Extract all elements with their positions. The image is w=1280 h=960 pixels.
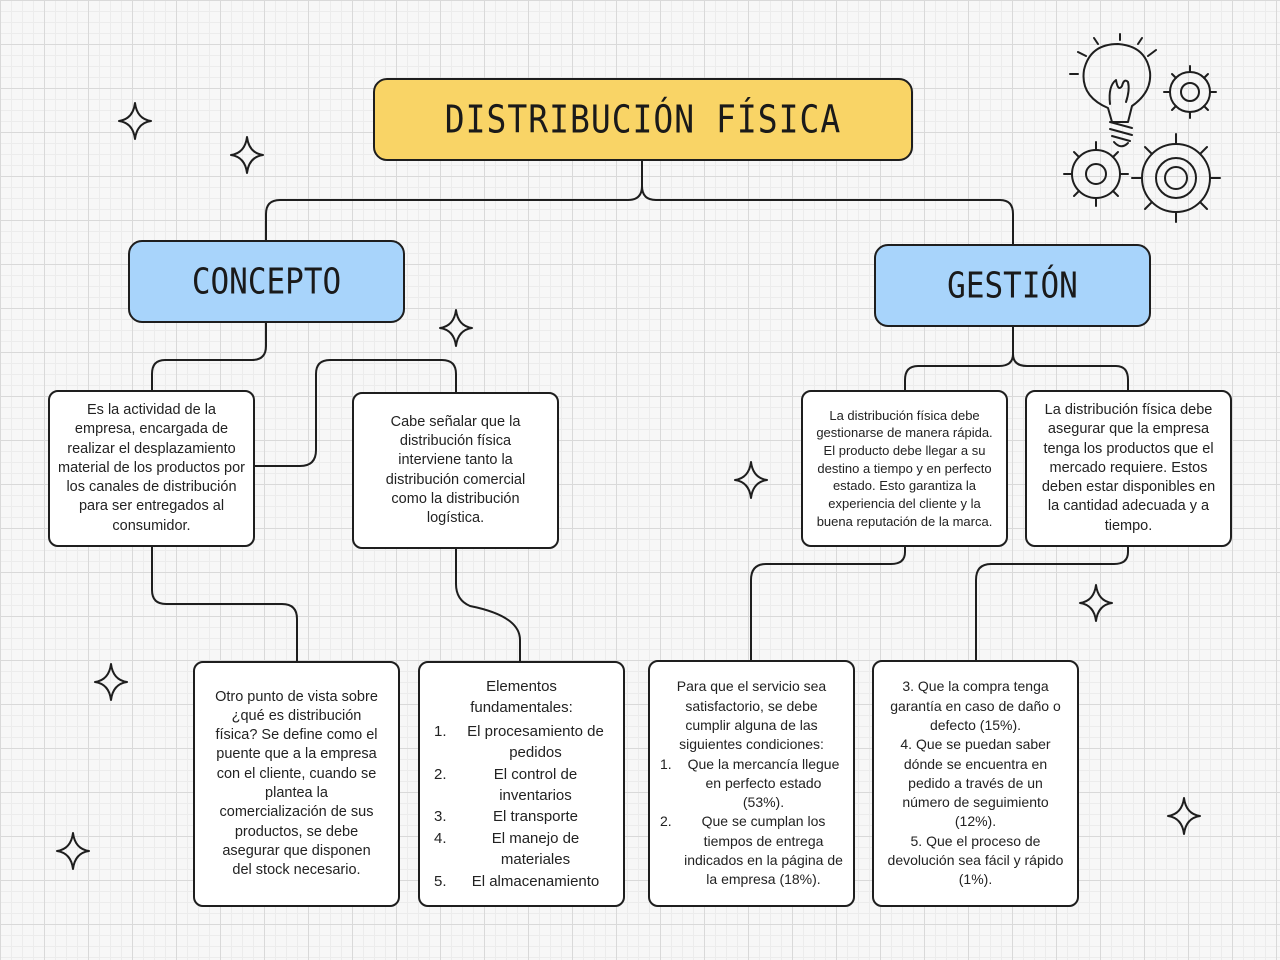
condition-5: 5. Que el proceso de devolución sea fáci… <box>887 832 1064 888</box>
list-item-text: El manejo de materiales <box>491 829 580 869</box>
list-item: 2. El control de inventarios <box>428 764 615 807</box>
sparkle-icon <box>1167 797 1201 835</box>
speed-box: La distribución física debe gestionarse … <box>801 390 1008 547</box>
gear-icon <box>1163 65 1217 119</box>
elements-box: Elementos fundamentales: 1. El procesamie… <box>418 661 625 907</box>
sparkle-icon <box>734 461 768 499</box>
elements-lead: Elementos fundamentales: <box>470 677 573 717</box>
sparkle-icon <box>1079 584 1113 622</box>
more-conditions-box: 3. Que la compra tenga garantía en caso … <box>872 660 1079 907</box>
list-item: 2. Que se cumplan los tiempos de entrega … <box>660 812 843 889</box>
sparkle-icon <box>230 136 264 174</box>
list-item: 3. El transporte <box>428 806 615 827</box>
definition-box: Es la actividad de la empresa, encargada… <box>48 390 255 547</box>
sparkle-icon <box>94 663 128 701</box>
definition-text: Es la actividad de la empresa, encargada… <box>58 402 245 534</box>
elements-list: 1. El procesamiento de pedidos 2. El contr… <box>428 721 615 893</box>
list-item-text: Que la mercancía llegue en perfecto esta… <box>687 755 840 811</box>
list-item-number: 2. <box>434 765 447 783</box>
conditions-lead: Para que el servicio sea satisfactorio, … <box>676 678 827 753</box>
list-item-number: 1. <box>434 722 447 740</box>
list-item: 4. El manejo de materiales <box>428 828 615 871</box>
list-item-number: 3. <box>434 808 447 826</box>
condition-3: 3. Que la compra tenga garantía en caso … <box>890 678 1061 733</box>
conditions-box: Para que el servicio sea satisfactorio, … <box>648 660 855 907</box>
list-item-text: El procesamiento de pedidos <box>467 722 604 762</box>
list-item-number: 4. <box>434 829 447 847</box>
concepto-heading: CONCEPTO <box>191 260 342 303</box>
title-box: DISTRIBUCIÓN FÍSICA <box>373 78 913 161</box>
list-item-text: El transporte <box>492 808 579 826</box>
sparkle-icon <box>118 102 152 140</box>
lightbulb-icon <box>1069 33 1157 148</box>
sparkle-icon <box>439 309 473 347</box>
viewpoint-text: Otro punto de vista sobre ¿qué es distri… <box>215 688 378 879</box>
supply-text: La distribución física debe asegurar que… <box>1041 402 1216 534</box>
gestion-heading-box: GESTIÓN <box>874 244 1151 327</box>
list-item-number: 2. <box>660 813 672 830</box>
gear-icon <box>1131 133 1221 223</box>
speed-text: La distribución física debe gestionarse … <box>816 407 993 529</box>
note-text: Cabe señalar que la distribución física … <box>385 413 526 527</box>
list-item-text: El control de inventarios <box>493 765 578 804</box>
list-item-text: Que se cumplan los tiempos de entrega in… <box>684 813 843 888</box>
concepto-heading-box: CONCEPTO <box>128 240 405 323</box>
supply-box: La distribución física debe asegurar que… <box>1025 390 1232 547</box>
list-item: 1. Que la mercancía llegue en perfecto es… <box>660 755 843 813</box>
sparkle-icon <box>56 832 90 870</box>
lightbulb-gears-illustration <box>1063 33 1221 223</box>
page-title: DISTRIBUCIÓN FÍSICA <box>444 97 842 142</box>
list-item: 1. El procesamiento de pedidos <box>428 721 615 764</box>
condition-4: 4. Que se puedan saber dónde se encuentr… <box>900 736 1051 830</box>
gear-icon <box>1063 141 1129 207</box>
list-item-text: El almacenamiento <box>471 872 600 890</box>
gestion-heading: GESTIÓN <box>947 264 1078 307</box>
viewpoint-box: Otro punto de vista sobre ¿qué es distri… <box>193 661 400 907</box>
note-box: Cabe señalar que la distribución física … <box>352 392 559 549</box>
list-item: 5. El almacenamiento <box>428 871 615 892</box>
list-item-number: 1. <box>660 755 672 772</box>
list-item-number: 5. <box>434 872 447 890</box>
